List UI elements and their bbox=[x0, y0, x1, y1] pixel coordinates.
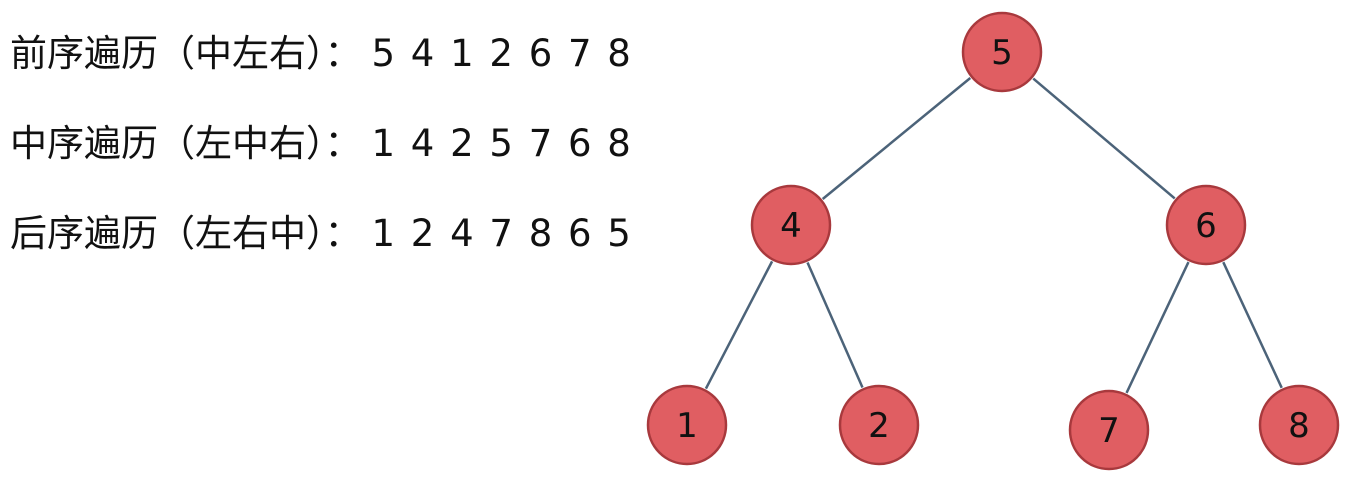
tree-node-4: 4 bbox=[750, 184, 832, 266]
tree-edge-4-2 bbox=[806, 262, 864, 388]
tree-node-circle bbox=[1165, 184, 1247, 266]
postorder-row: 后序遍历（左右中）：1 2 4 7 8 6 5 bbox=[10, 208, 633, 298]
tree-nodes: 5 4 6 1 2 7 8 bbox=[646, 11, 1340, 471]
traversal-list: 前序遍历（中左右）：5 4 1 2 6 7 8 中序遍历（左中右）：1 4 2 … bbox=[10, 28, 633, 298]
preorder-sequence: 5 4 1 2 6 7 8 bbox=[371, 32, 633, 75]
tree-node-label: 6 bbox=[1195, 206, 1217, 246]
tree-node-label: 8 bbox=[1288, 406, 1310, 446]
tree-node-label: 5 bbox=[991, 33, 1013, 73]
tree-node-circle bbox=[838, 384, 920, 466]
tree-node-circle bbox=[750, 184, 832, 266]
tree-node-5: 5 bbox=[961, 11, 1043, 93]
postorder-sequence: 1 2 4 7 8 6 5 bbox=[371, 212, 633, 255]
tree-node-label: 7 bbox=[1098, 411, 1120, 451]
tree-node-7: 7 bbox=[1068, 389, 1150, 471]
preorder-label: 前序遍历（中左右）： bbox=[10, 32, 362, 75]
inorder-label: 中序遍历（左中右）： bbox=[10, 122, 362, 165]
tree-edge-6-8 bbox=[1222, 261, 1283, 389]
inorder-sequence: 1 4 2 5 7 6 8 bbox=[371, 122, 633, 165]
postorder-label: 后序遍历（左右中）： bbox=[10, 212, 362, 255]
tree-node-6: 6 bbox=[1165, 184, 1247, 266]
tree-node-circle bbox=[1258, 384, 1340, 466]
inorder-row: 中序遍历（左中右）：1 4 2 5 7 6 8 bbox=[10, 118, 633, 208]
tree-node-circle bbox=[646, 384, 728, 466]
tree-node-label: 4 bbox=[780, 206, 802, 246]
tree-edge-6-7 bbox=[1125, 261, 1190, 394]
tree-node-8: 8 bbox=[1258, 384, 1340, 466]
preorder-row: 前序遍历（中左右）：5 4 1 2 6 7 8 bbox=[10, 28, 633, 118]
tree-node-label: 2 bbox=[868, 406, 890, 446]
tree-node-circle bbox=[1068, 389, 1150, 471]
tree-node-2: 2 bbox=[838, 384, 920, 466]
tree-edge-5-4 bbox=[821, 77, 972, 200]
tree-edge-5-6 bbox=[1032, 77, 1176, 200]
tree-node-1: 1 bbox=[646, 384, 728, 466]
tree-node-label: 1 bbox=[676, 406, 698, 446]
tree-edges bbox=[704, 77, 1283, 394]
tree-edge-4-1 bbox=[704, 260, 774, 390]
tree-node-circle bbox=[961, 11, 1043, 93]
